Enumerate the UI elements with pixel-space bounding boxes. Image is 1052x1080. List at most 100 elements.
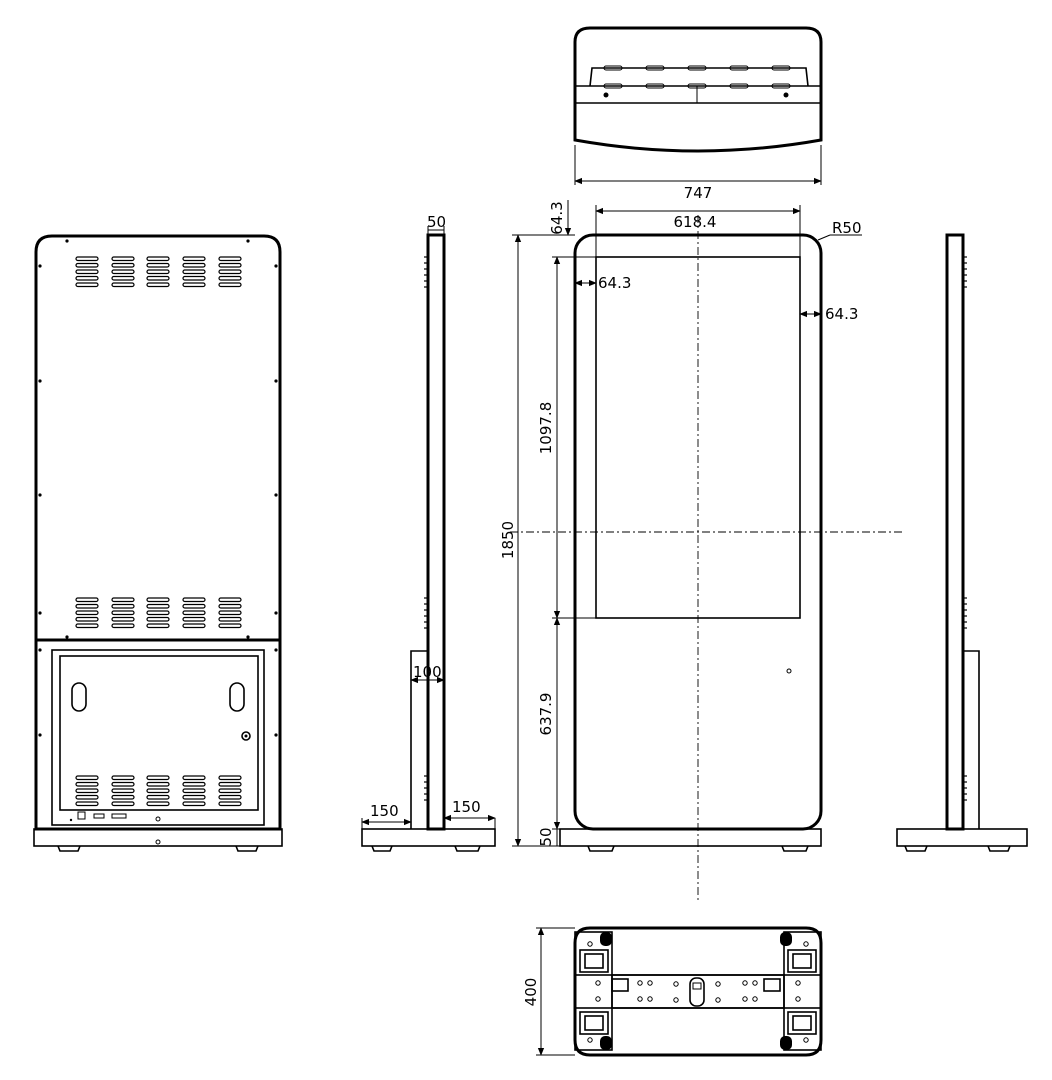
vent-slot — [218, 603, 242, 609]
bottom-hole — [803, 941, 809, 947]
dim-64-top: 64.3 — [548, 200, 575, 236]
vent-slot — [182, 610, 206, 616]
vent-slot — [182, 256, 206, 262]
bottom-view — [573, 926, 823, 1057]
vent-slot — [75, 623, 99, 629]
vent-slot — [146, 603, 170, 609]
vent-slot — [218, 610, 242, 616]
vent-slot — [146, 282, 170, 288]
vent-slot — [75, 256, 99, 262]
top-slot — [603, 65, 623, 71]
vent-slot — [111, 262, 135, 268]
dim-618-label: 618.4 — [674, 213, 717, 231]
vent-slot — [111, 788, 135, 794]
side-view-right — [896, 233, 1028, 852]
dim-64-left-label: 64.3 — [598, 274, 631, 292]
front-view — [510, 215, 903, 900]
mount-dot — [274, 733, 278, 737]
dim-r50-label: R50 — [832, 219, 862, 237]
dim-618: 618.4 — [595, 205, 801, 257]
mount-dot — [246, 239, 250, 243]
vent-slot — [75, 788, 99, 794]
vent-slot — [218, 597, 242, 603]
bottom-hole — [795, 980, 801, 986]
vent-slot — [218, 269, 242, 275]
bottom-hole — [595, 996, 601, 1002]
vent-slot — [182, 603, 206, 609]
bottom-hole — [637, 996, 643, 1002]
vent-slot — [218, 794, 242, 800]
vent-slot — [218, 616, 242, 622]
vent-slot — [111, 256, 135, 262]
mount-dot — [65, 239, 69, 243]
vent-slot — [182, 794, 206, 800]
vent-slot — [146, 794, 170, 800]
back-view — [33, 234, 283, 852]
vent-slot — [75, 597, 99, 603]
vent-slot — [218, 623, 242, 629]
bottom-hole — [595, 980, 601, 986]
mount-dot — [274, 379, 278, 383]
dim-64-top-label: 64.3 — [548, 201, 566, 234]
bottom-hole — [587, 941, 593, 947]
vent-slot — [182, 597, 206, 603]
dim-50-side-label: 50 — [427, 213, 446, 231]
mount-dot — [274, 648, 278, 652]
vent-slot — [146, 275, 170, 281]
vent-slot — [218, 788, 242, 794]
vent-slot — [146, 781, 170, 787]
dim-747: 747 — [574, 145, 822, 202]
vent-slot — [75, 282, 99, 288]
vent-slot — [146, 262, 170, 268]
top-slot — [771, 83, 791, 89]
vent-slot — [75, 775, 99, 781]
vent-slot — [111, 616, 135, 622]
top-slot — [645, 65, 665, 71]
bottom-hole — [752, 996, 758, 1002]
vent-slot — [146, 623, 170, 629]
vent-slot — [111, 775, 135, 781]
vent-slot — [218, 775, 242, 781]
dim-r50: R50 — [817, 219, 862, 241]
vent-slot — [111, 275, 135, 281]
vent-slot — [218, 801, 242, 807]
vent-slot — [111, 801, 135, 807]
mount-dot — [38, 493, 42, 497]
mount-dot — [274, 493, 278, 497]
vent-slot — [111, 282, 135, 288]
dim-chain-vertical: 1097.8 637.9 50 — [537, 256, 596, 847]
bottom-hole — [752, 980, 758, 986]
vent-slot — [218, 781, 242, 787]
mount-dot — [38, 611, 42, 615]
mount-dot — [38, 733, 42, 737]
vent-slot — [182, 788, 206, 794]
dim-64-left: 64.3 — [574, 274, 631, 292]
top-slot — [603, 83, 623, 89]
bottom-hole — [673, 997, 679, 1003]
vent-slot — [75, 794, 99, 800]
bottom-hole — [647, 980, 653, 986]
dim-747-label: 747 — [684, 184, 713, 202]
vent-slot — [146, 610, 170, 616]
vent-slot — [146, 788, 170, 794]
vent-slot — [182, 269, 206, 275]
vent-slot — [111, 610, 135, 616]
vent-slot — [75, 610, 99, 616]
dim-150-right-label: 150 — [452, 798, 481, 816]
top-slot — [729, 83, 749, 89]
vent-slot — [75, 801, 99, 807]
mount-dot — [65, 635, 69, 639]
vent-slot — [146, 801, 170, 807]
vent-slot — [111, 597, 135, 603]
vent-slot — [75, 269, 99, 275]
vent-slot — [146, 616, 170, 622]
vent-slot — [182, 616, 206, 622]
dim-400-label: 400 — [522, 978, 540, 1007]
vent-slot — [75, 781, 99, 787]
top-slot — [771, 65, 791, 71]
dim-637-label: 637.9 — [537, 693, 555, 736]
bottom-hole — [803, 1037, 809, 1043]
vent-slot — [111, 269, 135, 275]
vent-slot — [75, 275, 99, 281]
